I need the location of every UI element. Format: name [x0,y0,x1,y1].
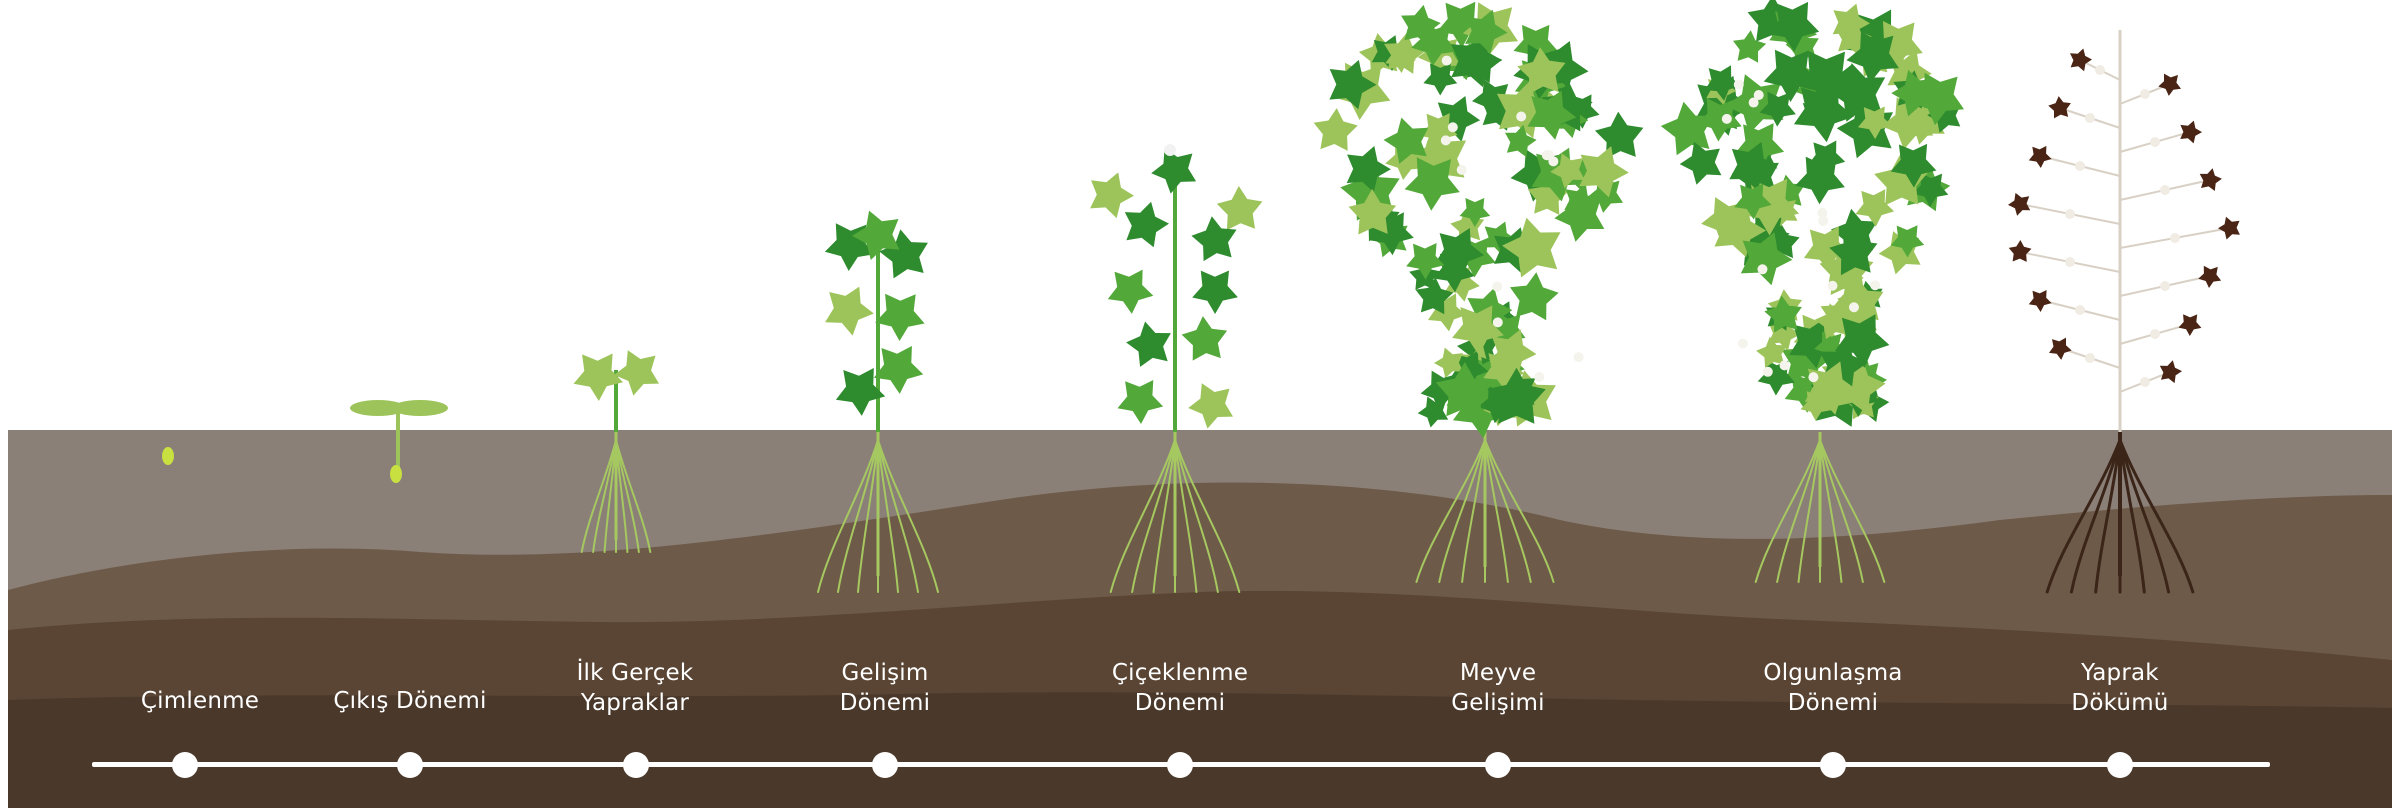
seed-icon [162,447,174,465]
stage-label-meyve-gelisimi: Meyve Gelişimi [1368,658,1628,718]
timeline-dot-icon [2107,752,2133,778]
timeline-dot-icon [872,752,898,778]
timeline-dot-icon [1820,752,1846,778]
stage-label-olgunlasma-donemi: Olgunlaşma Dönemi [1703,658,1963,718]
stage-label-yaprak-dokumu: Yaprak Dökümü [1990,658,2250,718]
stage-label-ilk-gercek-yapraklar: İlk Gerçek Yapraklar [505,658,765,718]
timeline-dot-icon [1485,752,1511,778]
soil-layers [8,430,2392,808]
timeline-dot-icon [397,752,423,778]
stage-label-cikis-donemi: Çıkış Dönemi [280,686,540,716]
timeline-dot-icon [623,752,649,778]
timeline-dot-icon [1167,752,1193,778]
stage-label-ciceklenme-donemi: Çiçeklenme Dönemi [1050,658,1310,718]
timeline-dot-icon [172,752,198,778]
stage-label-gelisim-donemi: Gelişim Dönemi [755,658,1015,718]
